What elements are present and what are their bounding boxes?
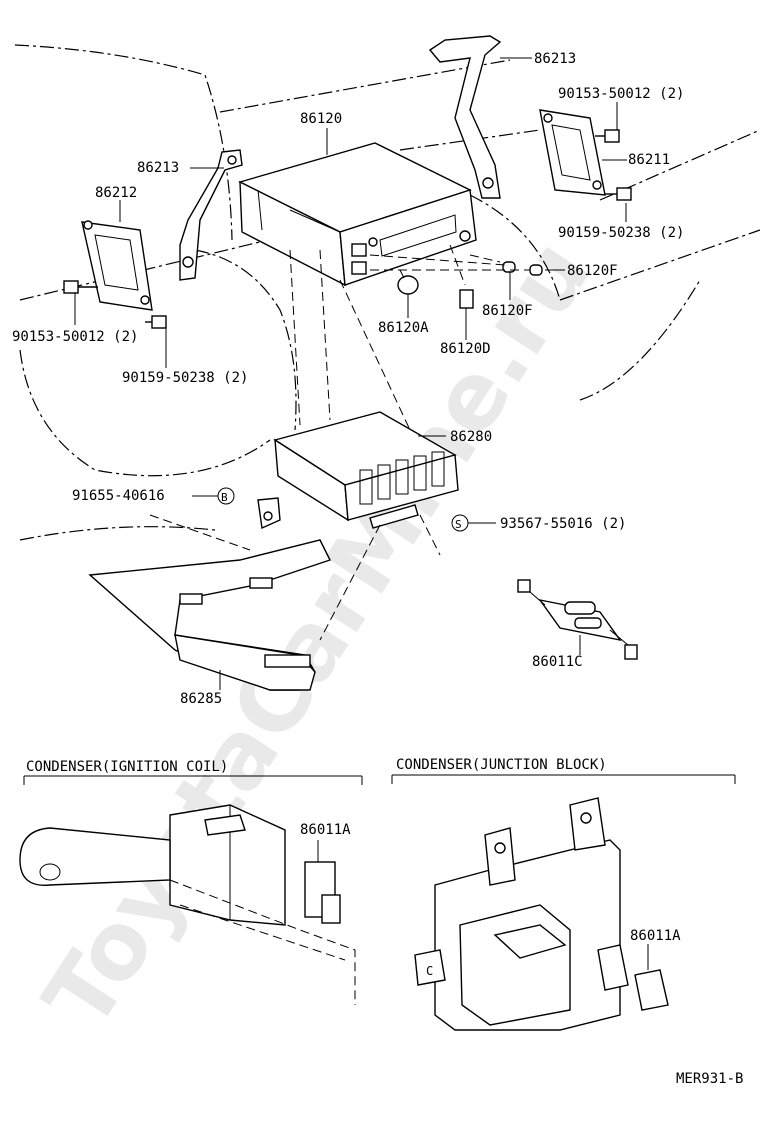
label-90153-right: 90153-50012 (2) [558, 86, 684, 102]
label-91655: 91655-40616 [72, 488, 165, 504]
bracket-86211 [539, 109, 606, 196]
label-86120: 86120 [300, 111, 342, 127]
label-86120a: 86120A [378, 320, 429, 336]
bracket-86213-top [428, 35, 502, 199]
assembly-lines-radio [289, 244, 530, 431]
marker-b-text: B [221, 491, 228, 504]
amplifier-86280 [273, 411, 459, 529]
condenser-86011c [517, 579, 638, 660]
section-ignition-coil: CONDENSER(IGNITION COIL) 86011A [19, 759, 363, 1005]
label-86120f-mid: 86120F [482, 303, 533, 319]
label-90153-left: 90153-50012 (2) [12, 329, 138, 345]
knob-86120f-right [529, 264, 543, 276]
section-title-ignition-coil: CONDENSER(IGNITION COIL) [26, 759, 228, 775]
marker-s-text: S [455, 518, 462, 531]
leader-lines [74, 57, 627, 690]
part-labels: 86213 90153-50012 (2) 86120 86213 86211 … [12, 51, 684, 707]
label-90159-right: 90159-50238 (2) [558, 225, 684, 241]
label-93567: 93567-55016 (2) [500, 516, 626, 532]
label-86213-top: 86213 [534, 51, 576, 67]
label-86280: 86280 [450, 429, 492, 445]
label-90159-left: 90159-50238 (2) [122, 370, 248, 386]
marker-s: S [451, 514, 469, 532]
button-86120d [459, 289, 474, 309]
label-86011a-right: 86011A [630, 928, 681, 944]
knob-86120a [397, 275, 419, 295]
label-86285: 86285 [180, 691, 222, 707]
bracket-86285 [88, 497, 331, 691]
label-86211: 86211 [628, 152, 670, 168]
assembly-lines-bracket [149, 514, 441, 641]
condenser-86011a-left [304, 861, 336, 918]
radio-receiver [238, 142, 477, 287]
screws [63, 129, 632, 329]
condenser-86011a-right [634, 969, 669, 1011]
label-86120d: 86120D [440, 341, 491, 357]
bracket-86213-left [179, 149, 243, 281]
label-86011a-left: 86011A [300, 822, 351, 838]
bracket-86212 [81, 220, 153, 311]
label-86120f-right: 86120F [567, 263, 618, 279]
label-86011c: 86011C [532, 654, 583, 670]
marker-c-right: C [426, 964, 433, 978]
marker-b: B [217, 487, 235, 505]
section-title-junction-block: CONDENSER(JUNCTION BLOCK) [396, 757, 607, 773]
section-junction-block: CONDENSER(JUNCTION BLOCK) C 86011A [391, 757, 736, 1031]
diagram-code: MER931-B [676, 1071, 743, 1087]
label-86212: 86212 [95, 185, 137, 201]
label-86213-left: 86213 [137, 160, 179, 176]
